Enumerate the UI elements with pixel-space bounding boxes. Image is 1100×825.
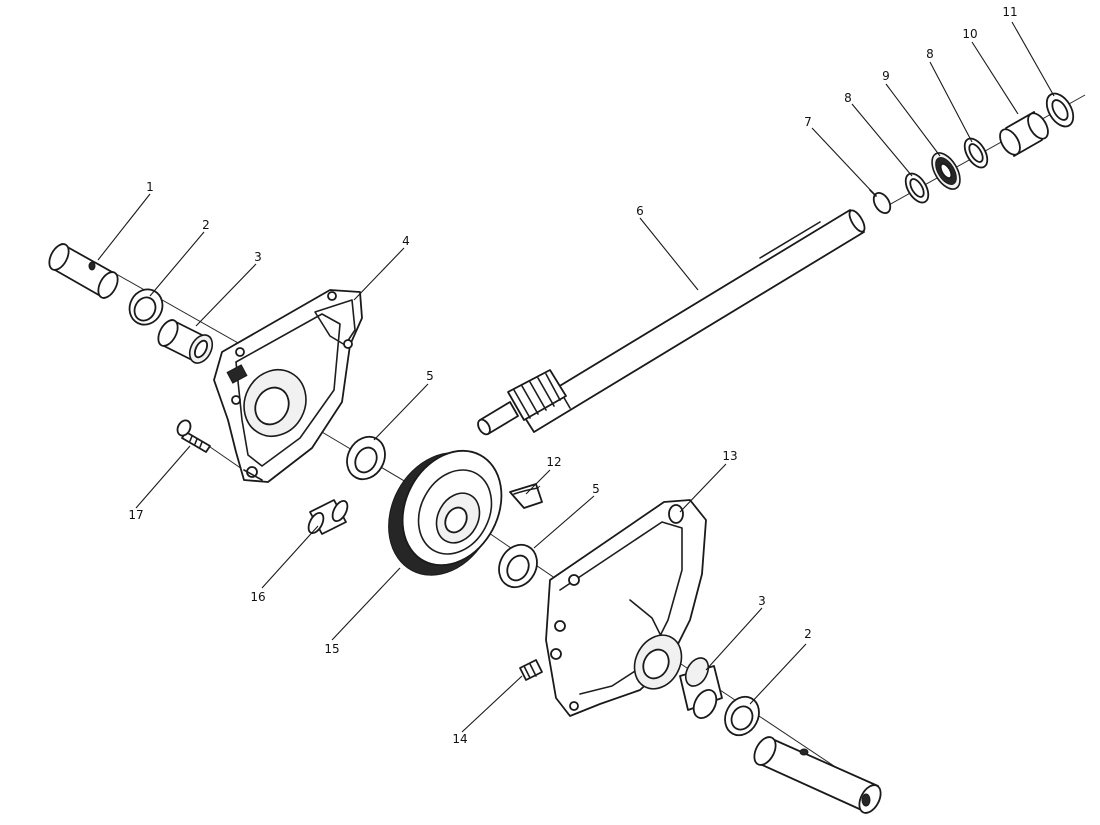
label-6: 6 (636, 204, 644, 218)
label-16: 16 (250, 590, 265, 604)
bushing-lower-right (679, 657, 723, 719)
label-12: 12 (546, 455, 561, 469)
label-8-outer: 8 (926, 47, 934, 61)
spacer-bushing (999, 111, 1049, 157)
label-5-lower: 5 (592, 482, 600, 496)
end-washer (1045, 92, 1075, 128)
woodruff-key (509, 483, 543, 509)
label-4: 4 (402, 234, 410, 248)
label-10: 10 (962, 27, 977, 41)
gear-housing-right (545, 499, 707, 717)
gear-housing-left (213, 289, 363, 483)
bolt (176, 419, 211, 453)
label-11: 11 (1002, 5, 1017, 19)
label-15: 15 (324, 642, 339, 656)
leader-lines (97, 21, 1055, 733)
washer-upper-left (128, 288, 164, 326)
washer-5-upper (346, 435, 386, 481)
label-2-lower: 2 (804, 627, 812, 641)
label-14: 14 (452, 732, 467, 746)
washer-5-lower (498, 543, 538, 589)
label-5-upper: 5 (426, 369, 434, 383)
pin-lower-right (753, 736, 882, 814)
worm-shaft (477, 209, 866, 436)
sleeve (307, 499, 349, 535)
label-9: 9 (882, 69, 890, 83)
thrust-bearing (931, 152, 961, 190)
label-7: 7 (804, 115, 812, 129)
pin-upper-left (48, 243, 119, 299)
label-13: 13 (722, 449, 737, 463)
label-1: 1 (146, 180, 154, 194)
label-8-inner: 8 (844, 91, 852, 105)
label-2-upper: 2 (202, 218, 210, 232)
thrust-washer-inner (904, 172, 930, 204)
label-3-lower: 3 (758, 594, 766, 608)
label-17: 17 (128, 508, 143, 522)
thrust-washer-outer (963, 137, 989, 169)
worm-gear (388, 449, 503, 576)
set-screw (519, 659, 543, 681)
label-3-upper: 3 (254, 250, 262, 264)
callout-labels: 1 2 3 4 5 6 7 8 9 8 10 11 12 13 5 17 16 … (128, 5, 1017, 746)
washer-lower-right (724, 695, 760, 737)
bushing-upper-left (157, 319, 214, 364)
